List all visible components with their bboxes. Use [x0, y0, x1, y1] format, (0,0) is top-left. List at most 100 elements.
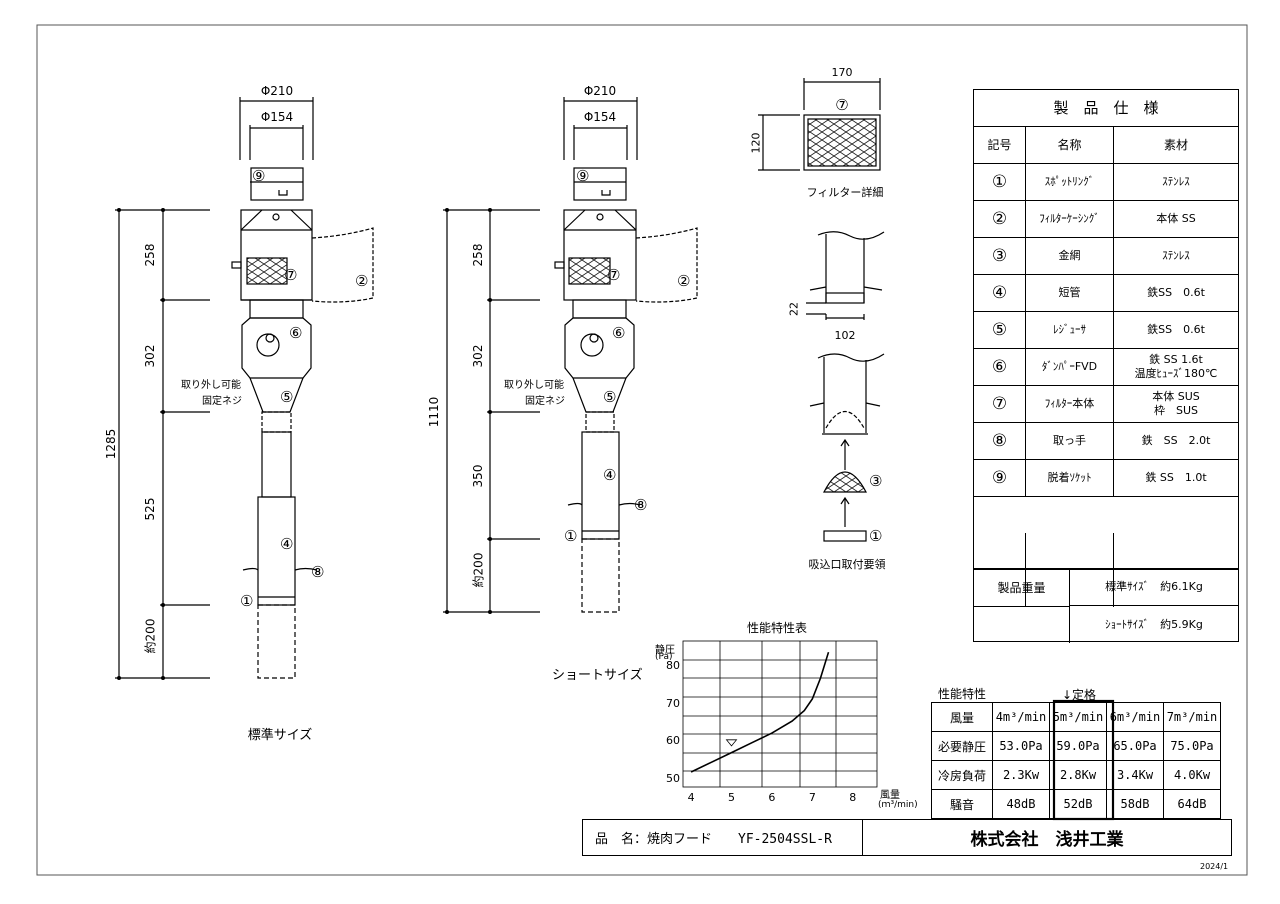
y-tick-label: 70: [666, 696, 680, 710]
screw-label-short: 固定ネジ: [525, 396, 565, 407]
chart-grid: [682, 640, 878, 788]
x-tick-label: 8: [849, 791, 857, 804]
standard-size-label: 標準サイズ: [247, 728, 313, 743]
marker-6-standard: ⑥: [289, 324, 303, 342]
spec-material: 鉄SS 0.6t: [1114, 312, 1238, 348]
filter-detail-label: フィルター詳細: [806, 186, 884, 199]
performance-cell: 7m³/min: [1163, 702, 1221, 732]
y-tick-label: 80: [666, 659, 680, 673]
x-tick-label: 5: [728, 791, 735, 804]
short-size-label: ショートサイズ: [552, 668, 643, 683]
performance-cell: 3.4Kw: [1106, 760, 1164, 790]
short-dim-dots: [445, 208, 492, 614]
spec-name: 脱着ｿｹｯﾄ: [1026, 460, 1114, 496]
performance-cell: 5m³/min: [1049, 702, 1107, 732]
short-phi210: Φ210: [583, 84, 617, 98]
drawing-date: 2024/1: [1200, 862, 1229, 871]
performance-cell: 4m³/min: [992, 702, 1050, 732]
performance-cell: 4.0Kw: [1163, 760, 1221, 790]
performance-row-label: 風量: [931, 702, 993, 732]
spec-material-line: 枠 SUS: [1153, 404, 1199, 417]
performance-cell: 65.0Pa: [1106, 731, 1164, 761]
dim-258-short: 258: [471, 243, 485, 267]
dim-258-standard: 258: [143, 243, 157, 267]
y-tick-label: 50: [666, 771, 680, 785]
spec-material-line: 本体 SS: [1156, 212, 1196, 225]
dim-install-gap: 22: [787, 302, 801, 316]
spec-material-line: ｽﾃﾝﾚｽ: [1162, 175, 1190, 188]
filter-detail-drawing: [758, 78, 881, 171]
spec-header-row: 記号 名称 素材: [974, 127, 1238, 164]
marker-2-short: ②: [677, 272, 691, 290]
dim-filter-width: 170: [831, 66, 853, 79]
performance-cell: 53.0Pa: [992, 731, 1050, 761]
spec-name: 短管: [1026, 275, 1114, 311]
spec-material: ｽﾃﾝﾚｽ: [1114, 164, 1238, 200]
title-block: 品 名：焼肉フード YF-2504SSL-R 株式会社 浅井工業: [582, 819, 1232, 856]
performance-cell: 58dB: [1106, 789, 1164, 819]
marker-4-standard: ④: [280, 535, 294, 553]
spec-material-line: 本体 SUS: [1152, 390, 1200, 403]
spec-header-material: 素材: [1163, 138, 1188, 152]
chart-title: 性能特性表: [746, 621, 808, 635]
performance-cell: 2.3Kw: [992, 760, 1050, 790]
marker-5-standard: ⑤: [280, 388, 294, 406]
performance-cell: 2.8Kw: [1049, 760, 1107, 790]
spec-material: ｽﾃﾝﾚｽ: [1114, 238, 1238, 274]
marker-7-standard: ⑦: [284, 266, 298, 284]
spec-name: 金網: [1026, 238, 1114, 274]
spec-material: 鉄SS 0.6t: [1114, 275, 1238, 311]
spec-material: 鉄 SS 2.0t: [1114, 423, 1238, 459]
weight-label: 製品重量: [974, 569, 1070, 606]
marker-7-filter: ⑦: [835, 96, 849, 114]
dim-200-short: 約200: [471, 552, 486, 588]
dim-install-width: 102: [834, 329, 856, 342]
spec-header-symbol: 記号: [974, 127, 1026, 163]
performance-cell: 6m³/min: [1106, 702, 1164, 732]
dim-1285: 1285: [104, 428, 118, 460]
performance-row-label: 冷房負荷: [931, 760, 993, 790]
performance-row-label: 必要静圧: [931, 731, 993, 761]
spec-name: ﾌｨﾙﾀｰ本体: [1026, 386, 1114, 422]
performance-cell: 59.0Pa: [1049, 731, 1107, 761]
spec-symbol: ④: [974, 275, 1026, 311]
install-detail-drawing: [806, 231, 885, 542]
spec-symbol: ③: [974, 238, 1026, 274]
dim-350: 350: [471, 464, 485, 488]
chart-ylabel: 静圧: [655, 645, 675, 656]
spec-empty-row: [974, 570, 1238, 607]
company-name: 株式会社 浅井工業: [970, 830, 1124, 850]
install-label: 吸込口取付要領: [808, 558, 886, 571]
marker-4-short: ④: [603, 466, 617, 484]
dim-302-short: 302: [471, 344, 485, 368]
spec-material-line: 温度ﾋｭｰｽﾞ180℃: [1134, 367, 1218, 380]
removable-label-standard: 取り外し可能: [181, 380, 241, 391]
marker-7-short: ⑦: [607, 266, 621, 284]
marker-8-short: ⑧: [634, 496, 648, 514]
spec-symbol: ⑥: [974, 349, 1026, 385]
marker-1-install: ①: [869, 527, 883, 545]
rated-label: ↓定格: [1062, 688, 1097, 702]
spec-material: 鉄 SS 1.0t: [1114, 460, 1238, 496]
standard-hood-drawing: [115, 97, 374, 679]
spec-material-line: ｽﾃﾝﾚｽ: [1162, 249, 1190, 262]
weight-standard: 標準ｻｲｽﾞ 約6.1Kg: [1070, 569, 1238, 606]
dim-filter-height: 120: [749, 132, 763, 154]
spec-material: 本体 SS: [1114, 201, 1238, 237]
product-name: 品 名：焼肉フード YF-2504SSL-R: [583, 820, 863, 855]
spec-material-line: 鉄 SS 1.6t: [1149, 353, 1203, 366]
spec-name: ﾚｼﾞｭｰｻ: [1026, 312, 1114, 348]
spec-material-line: 鉄SS 0.6t: [1147, 323, 1205, 336]
y-tick-label: 60: [666, 734, 680, 748]
marker-9-standard: ⑨: [252, 167, 266, 185]
